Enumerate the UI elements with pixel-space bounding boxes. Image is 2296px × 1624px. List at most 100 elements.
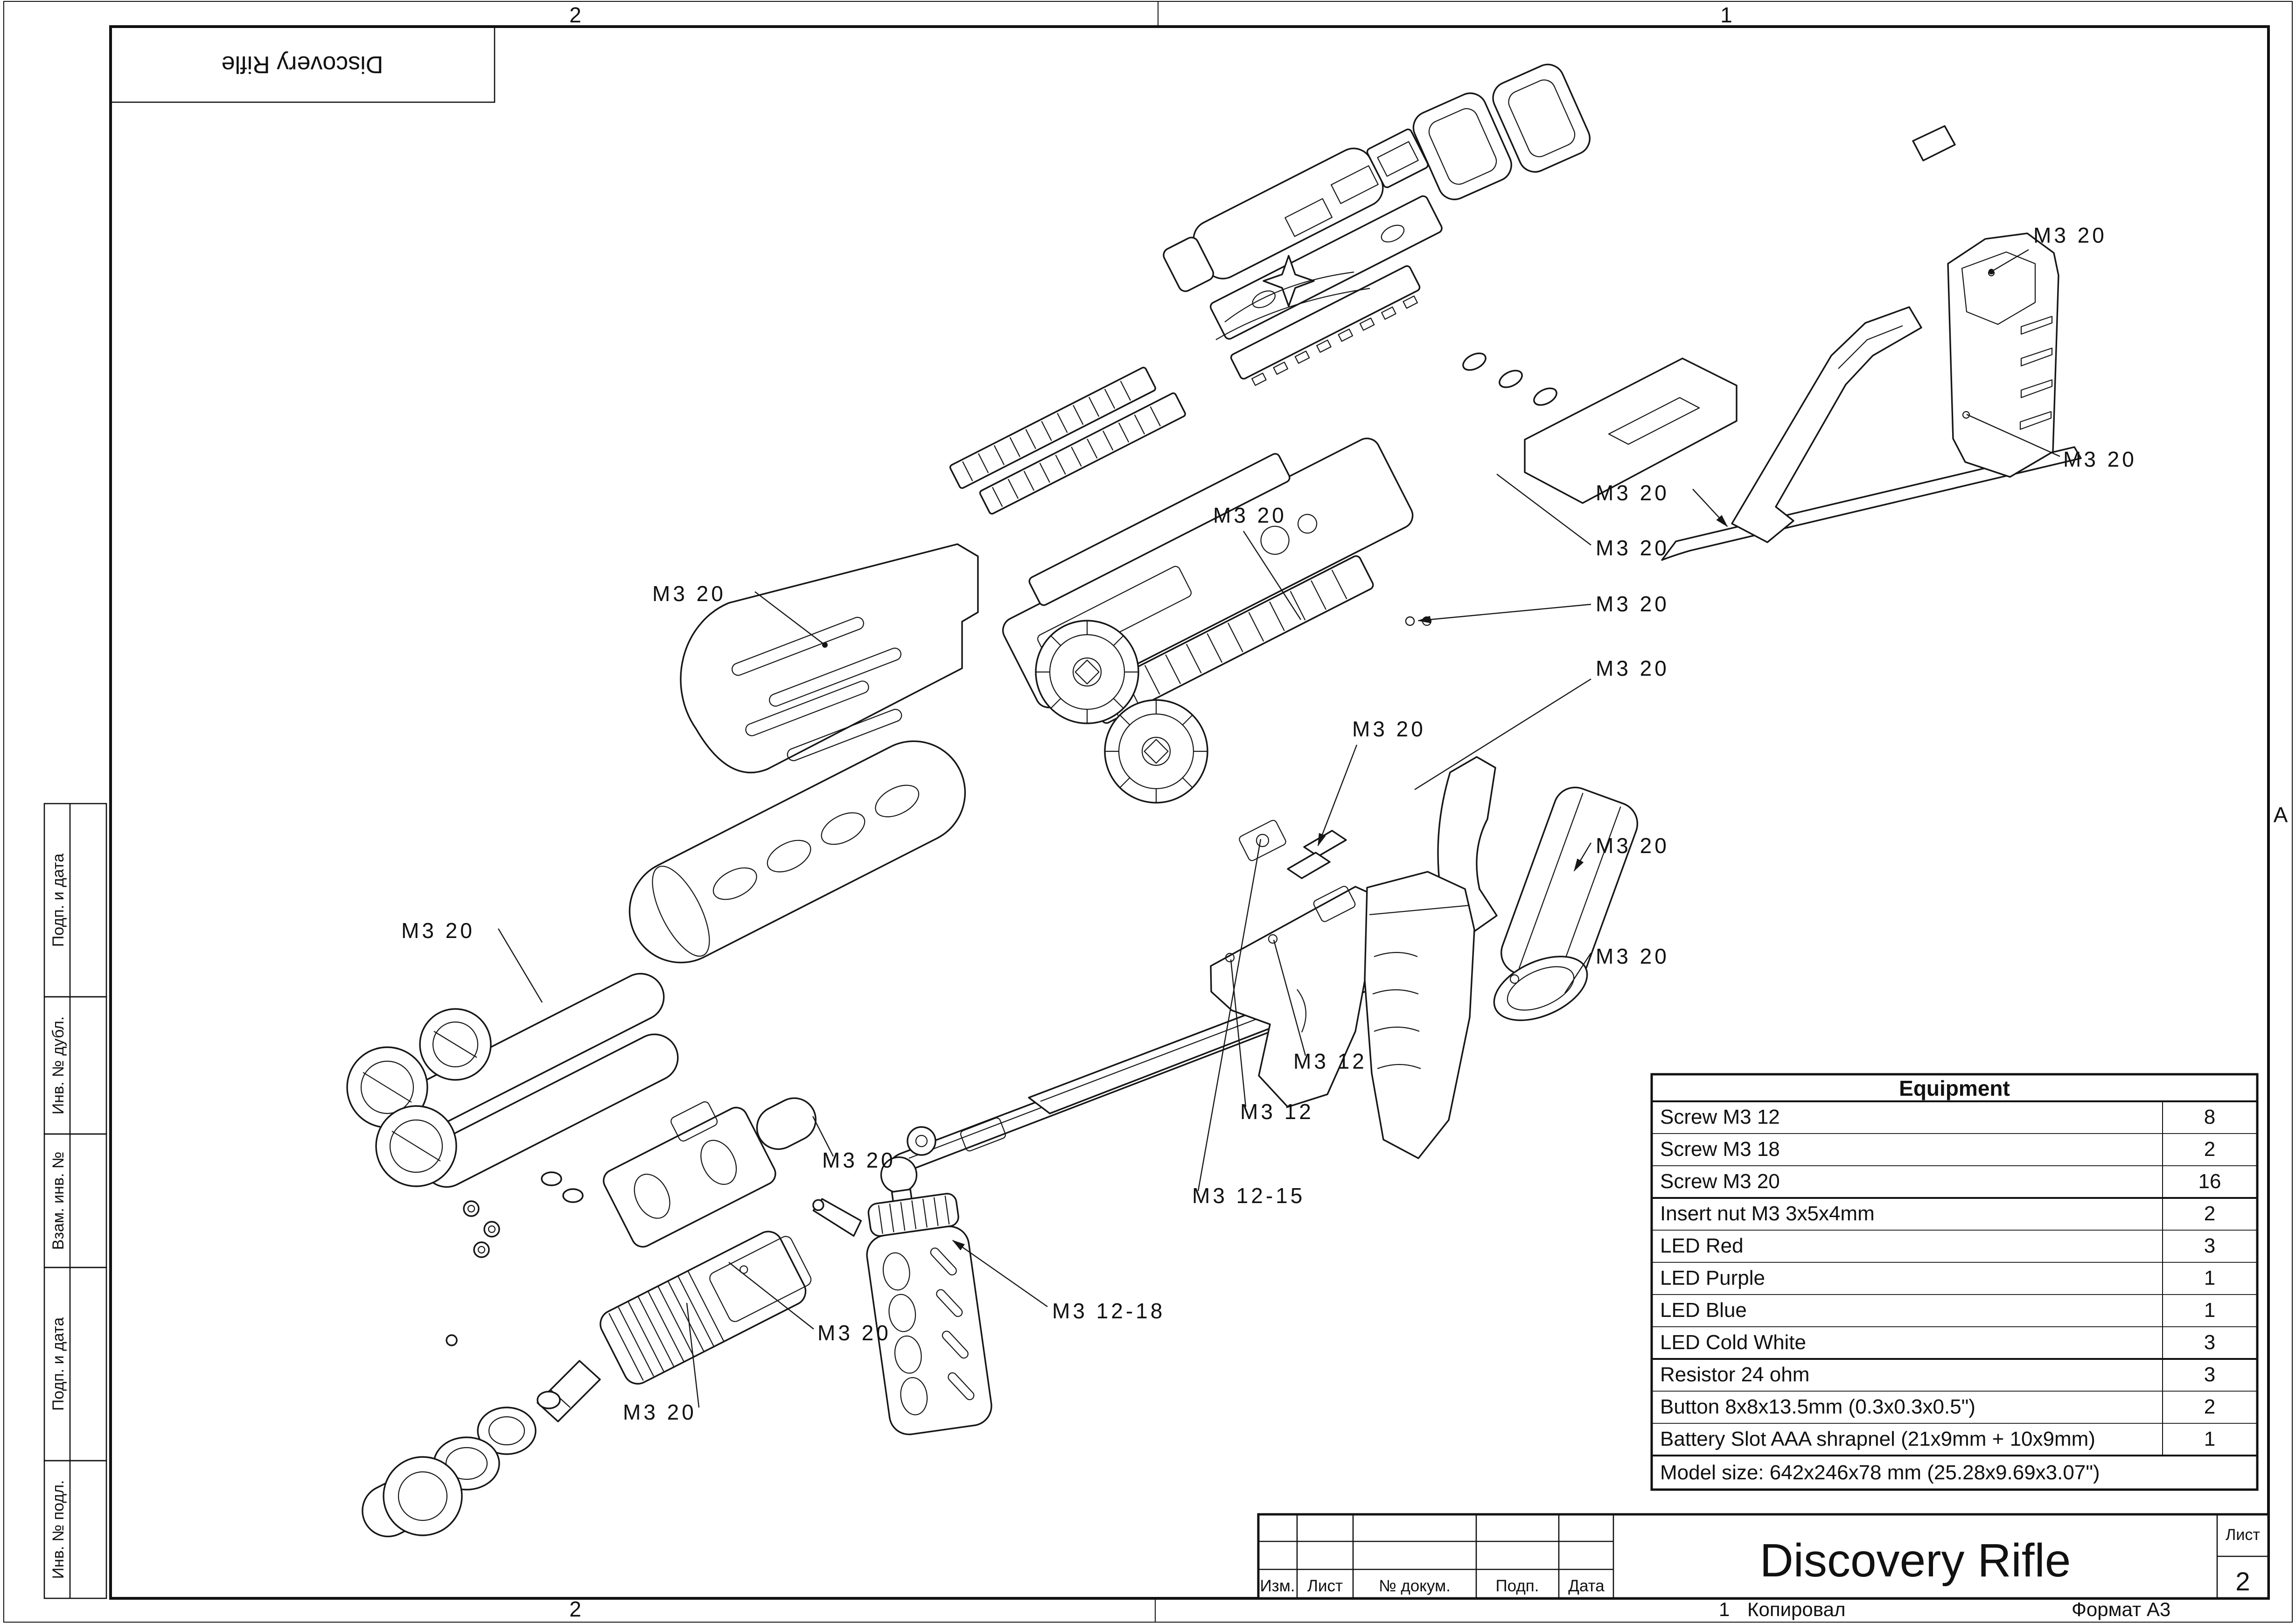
footer-copy: Копировал [1747,1598,1845,1620]
part-handguard-cover [680,543,979,774]
part-gear-1 [1035,620,1139,724]
equipment-row-qty: 1 [2204,1428,2215,1450]
titleblock-column-label: Дата [1568,1577,1605,1595]
leader-line [1991,249,2029,273]
equipment-row-qty: 16 [2198,1170,2221,1193]
sidebar-cell-label: Инв. № дубл. [49,1016,67,1115]
exploded-view [346,63,2082,1538]
equipment-row-qty: 2 [2204,1395,2215,1418]
mirrored-title-box: Discovery Rifle [110,26,495,103]
zone-top-left: 2 [569,3,581,27]
part-stock [1947,232,2059,478]
part-pins [1462,352,1557,406]
part-callout-label: M3 20 [401,918,475,943]
part-callout-label: M3 12-15 [1192,1183,1305,1208]
part-front-block [603,1097,817,1248]
part-callout-label: M3 20 [2063,447,2137,471]
part-callout-label: M3 20 [822,1148,896,1172]
equipment-row-name: Battery Slot AAA shrapnel (21x9mm + 10x9… [1660,1428,2095,1450]
part-barrels [346,973,679,1188]
equipment-row-qty: 2 [2204,1202,2215,1225]
leader-line [1242,531,1302,620]
leader-line [1414,678,1591,791]
part-stock-bracket [1731,306,1922,543]
leader-line [952,1239,1048,1307]
part-callout-label: M3 20 [623,1400,697,1424]
zone-bottom-left: 2 [569,1597,581,1621]
equipment-row-qty: 2 [2204,1138,2215,1161]
equipment-row-qty: 3 [2204,1363,2215,1386]
leader-line [728,1262,814,1330]
leader-line [1230,959,1247,1107]
titleblock-column-label: Подп. [1496,1577,1539,1595]
part-callout-label: M3 20 [1596,833,1669,858]
equipment-row-name: Button 8x8x13.5mm (0.3x0.3x0.5") [1660,1395,1975,1418]
part-rail-strips [949,366,1186,515]
leader-line [1417,603,1591,623]
equipment-row-name: Insert nut M3 3x5x4mm [1660,1202,1875,1225]
equipment-row-name: Screw M3 18 [1660,1138,1780,1161]
titleblock-column-label: Лист [1307,1577,1343,1595]
titleblock-column-label: № докум. [1379,1577,1451,1595]
leader-dot [822,642,828,648]
sidebar-cell-label: Взам. инв. № [49,1152,67,1250]
sheet-borders: 2 1 2 A [3,1,2293,1623]
part-callout-label: M3 20 [1596,481,1669,505]
leader-line [1197,839,1262,1191]
part-scope [1163,128,1443,386]
equipment-row-name: LED Purple [1660,1267,1765,1289]
part-callout-label: M3 20 [1352,717,1426,741]
equipment-row-qty: 1 [2204,1299,2215,1322]
leader-line [1692,489,1728,527]
leader-line [1573,842,1592,872]
titleblock-column-label: Изм. [1260,1577,1295,1595]
leader-line [497,928,543,1003]
part-sight-frame-2 [1492,63,1591,173]
equipment-title: Equipment [1899,1076,2010,1100]
sidebar-cell-label: Подп. и дата [49,854,67,947]
sheet-number: 2 [2235,1567,2250,1596]
equipment-row-qty: 8 [2204,1106,2215,1128]
footer-format: Формат A3 [2072,1598,2170,1620]
part-foregrip [812,1156,992,1435]
leader-line [754,591,825,645]
zone-top-right: 1 [1720,3,1732,27]
part-muzzle-stack [362,1360,601,1538]
part-upper-cover [1524,357,1738,504]
part-barrel-shroud [628,740,966,964]
zone-bottom-right: 1 [1719,1598,1730,1620]
leader-dot [1989,269,1994,274]
part-grip [1364,871,1475,1159]
equipment-row-qty: 1 [2204,1267,2215,1289]
model-size-row: Model size: 642x246x78 mm (25.28x9.69x3.… [1660,1461,2100,1484]
part-callout-label: M3 12-18 [1052,1299,1165,1323]
mirrored-title: Discovery Rifle [222,51,384,78]
part-muzzle-device [600,1231,812,1385]
equipment-row-name: LED Red [1660,1234,1744,1257]
leader-line [1564,952,1592,994]
callout-annotations: M3 20 M3 20 M3 20 M3 20 M3 20 M3 20 M3 20 M3 20… [401,223,2137,1424]
sidebar-cell-label: Инв. № подл. [49,1480,67,1579]
part-small-hardware [446,1171,584,1346]
part-small-wedge [1912,125,1956,161]
sheet-label: Лист [2226,1526,2260,1544]
part-callout-label: M3 20 [1596,656,1669,680]
leader-line [1966,413,2060,457]
zone-right-letter: A [2274,803,2288,827]
equipment-row-name: Screw M3 20 [1660,1170,1780,1193]
part-callout-label: M3 20 [2033,223,2107,247]
sidebar-cell [43,1460,107,1599]
drawing-frame [109,25,2270,1600]
equipment-row-qty: 3 [2204,1331,2215,1354]
part-callout-label: M3 20 [1596,944,1669,968]
sidebar-cell-label: Подп. и дата [49,1317,67,1411]
part-sight-frame-1 [1412,92,1512,200]
part-callout-label: M3 20 [817,1321,891,1345]
leader-target-circle [1405,616,1415,626]
part-callout-label: M3 12 [1240,1099,1314,1124]
equipment-row-name: LED Cold White [1660,1331,1806,1354]
part-gear-2 [1104,699,1208,804]
titleblock-title: Discovery Rifle [1760,1534,2071,1587]
